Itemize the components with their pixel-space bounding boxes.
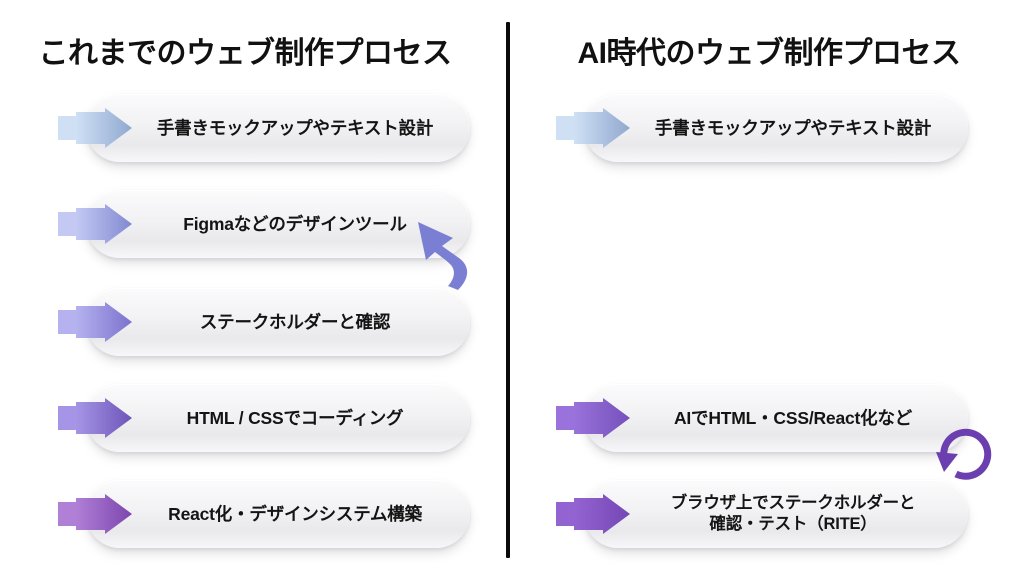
step-label: 手書きモックアップやテキスト設計 xyxy=(654,117,932,138)
column-title-ai-era: AI時代のウェブ制作プロセス xyxy=(577,37,962,70)
step-label: Figmaなどのデザインツール xyxy=(183,213,407,234)
process-step-legacy-2[interactable]: Figmaなどのデザインツール xyxy=(58,190,470,258)
process-step-legacy-4[interactable]: HTML / CSSでコーディング xyxy=(58,384,470,452)
process-step-legacy-5[interactable]: React化・デザインシステム構築 xyxy=(58,480,470,548)
loop-arrow-icon xyxy=(934,424,996,486)
step-label: ブラウザ上でステークホルダーと 確認・テスト（RITE） xyxy=(670,493,916,533)
vertical-divider xyxy=(506,22,510,558)
column-title-legacy: これまでのウェブ制作プロセス xyxy=(38,37,453,70)
step-pill[interactable]: 手書きモックアップやテキスト設計 xyxy=(584,94,968,162)
step-pill[interactable]: ステークホルダーと確認 xyxy=(86,288,470,356)
process-step-legacy-3[interactable]: ステークホルダーと確認 xyxy=(58,288,470,356)
column-ai-era-process: AI時代のウェブ制作プロセス xyxy=(510,0,1024,576)
step-pill[interactable]: AIでHTML・CSS/React化など xyxy=(584,384,968,452)
step-label: 手書きモックアップやテキスト設計 xyxy=(156,117,434,138)
step-pill[interactable]: 手書きモックアップやテキスト設計 xyxy=(86,94,470,162)
step-label: React化・デザインシステム構築 xyxy=(168,503,422,524)
step-pill[interactable]: Figmaなどのデザインツール xyxy=(86,190,470,258)
process-step-legacy-1[interactable]: 手書きモックアップやテキスト設計 xyxy=(58,94,470,162)
column-legacy-process: これまでのウェブ制作プロセス 手書きモックアップやテキスト設計 Figmaなどの… xyxy=(0,0,506,576)
step-pill[interactable]: HTML / CSSでコーディング xyxy=(86,384,470,452)
step-label: AIでHTML・CSS/React化など xyxy=(673,407,913,428)
step-label: ステークホルダーと確認 xyxy=(199,311,391,332)
step-label: HTML / CSSでコーディング xyxy=(186,407,404,428)
curved-back-arrow-icon xyxy=(412,216,484,294)
step-pill[interactable]: ブラウザ上でステークホルダーと 確認・テスト（RITE） xyxy=(584,480,968,548)
step-pill[interactable]: React化・デザインシステム構築 xyxy=(86,480,470,548)
